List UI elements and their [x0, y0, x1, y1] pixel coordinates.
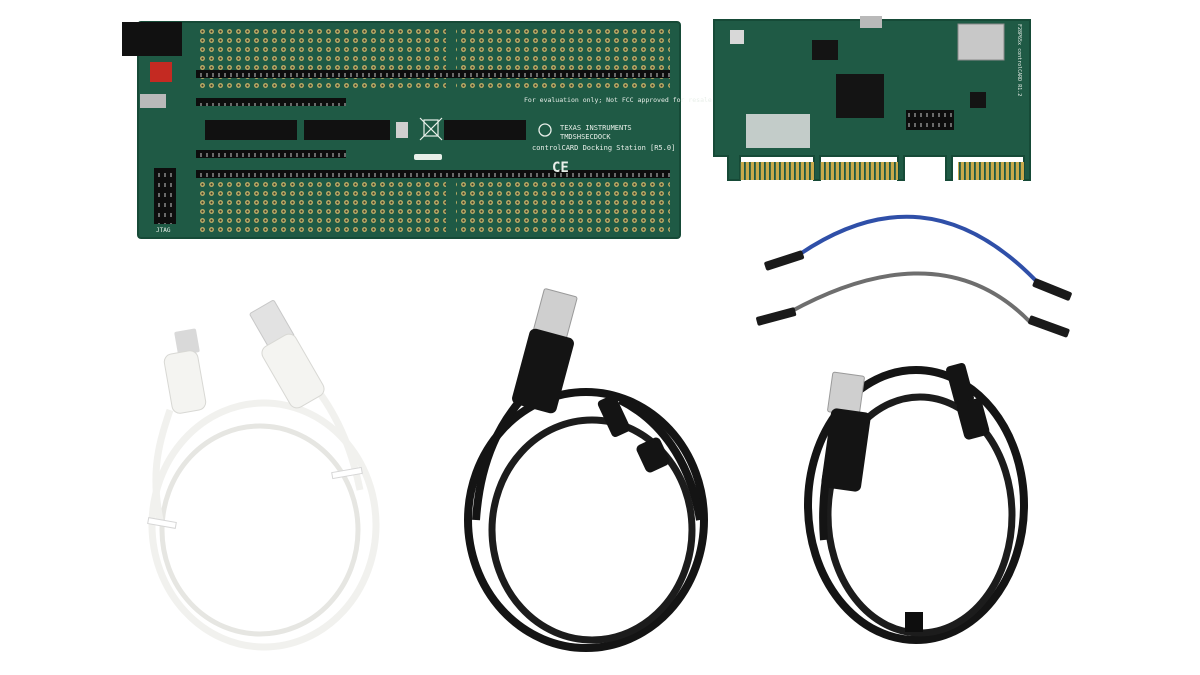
power-jack: [122, 22, 182, 56]
black-usb-cable-2: [804, 362, 1028, 644]
sd-card-slot: [957, 23, 1005, 61]
prototype-area-top-right: [456, 28, 670, 88]
jumper-wire-blue: [764, 214, 1072, 301]
prototype-area-top-left: [196, 28, 446, 88]
prototype-area-bottom-left: [196, 176, 446, 232]
micro-usb-plug: [174, 328, 200, 356]
usb-connector: [140, 94, 166, 108]
mini-usb-plug: [597, 394, 631, 438]
pin-header: [906, 110, 954, 130]
jtag-label: JTAG: [156, 227, 171, 234]
cable-tie: [331, 466, 363, 480]
docking-station-board: For evaluation only; Not FCC approved fo…: [122, 21, 716, 239]
weee-bin-icon: [419, 117, 443, 141]
edge-connector-gold-fingers: [740, 162, 814, 180]
header-row: [196, 98, 346, 106]
control-card-board: F28P65x controlCARD R1.2: [713, 16, 1031, 181]
white-usb-cable: [147, 300, 380, 651]
header-row: [196, 150, 346, 158]
card-socket: [205, 120, 297, 140]
dip-switch-bank: [746, 114, 810, 148]
ce-mark: CE: [552, 160, 569, 176]
microcontroller-chip: [836, 74, 884, 118]
usb-port: [860, 16, 882, 28]
black-usb-cable-1: [464, 288, 708, 652]
jumper-wire-grey: [756, 271, 1070, 338]
prototype-area-bottom-right: [456, 176, 670, 232]
card-socket: [444, 120, 526, 140]
power-switch: [150, 62, 172, 82]
edge-connector-gold-fingers: [820, 162, 898, 180]
cable-tie: [147, 517, 177, 529]
disclaimer-text: For evaluation only; Not FCC approved fo…: [524, 96, 716, 104]
header-row: [196, 70, 670, 78]
header-row: [196, 170, 670, 178]
jtag-header: [154, 168, 176, 224]
part-number-text: TMDSHSECDOCK: [560, 133, 611, 141]
ti-logo-icon: [538, 123, 552, 137]
brand-text: TEXAS INSTRUMENTS: [560, 124, 632, 132]
usb-a-plug: [827, 371, 865, 417]
edge-connector-gold-fingers: [958, 162, 1024, 180]
card-socket: [304, 120, 390, 140]
control-card-edge-label: F28P65x controlCARD R1.2: [1016, 24, 1022, 96]
product-name-text: controlCARD Docking Station [R5.0]: [532, 144, 675, 152]
mini-usb-plug: [946, 362, 974, 406]
